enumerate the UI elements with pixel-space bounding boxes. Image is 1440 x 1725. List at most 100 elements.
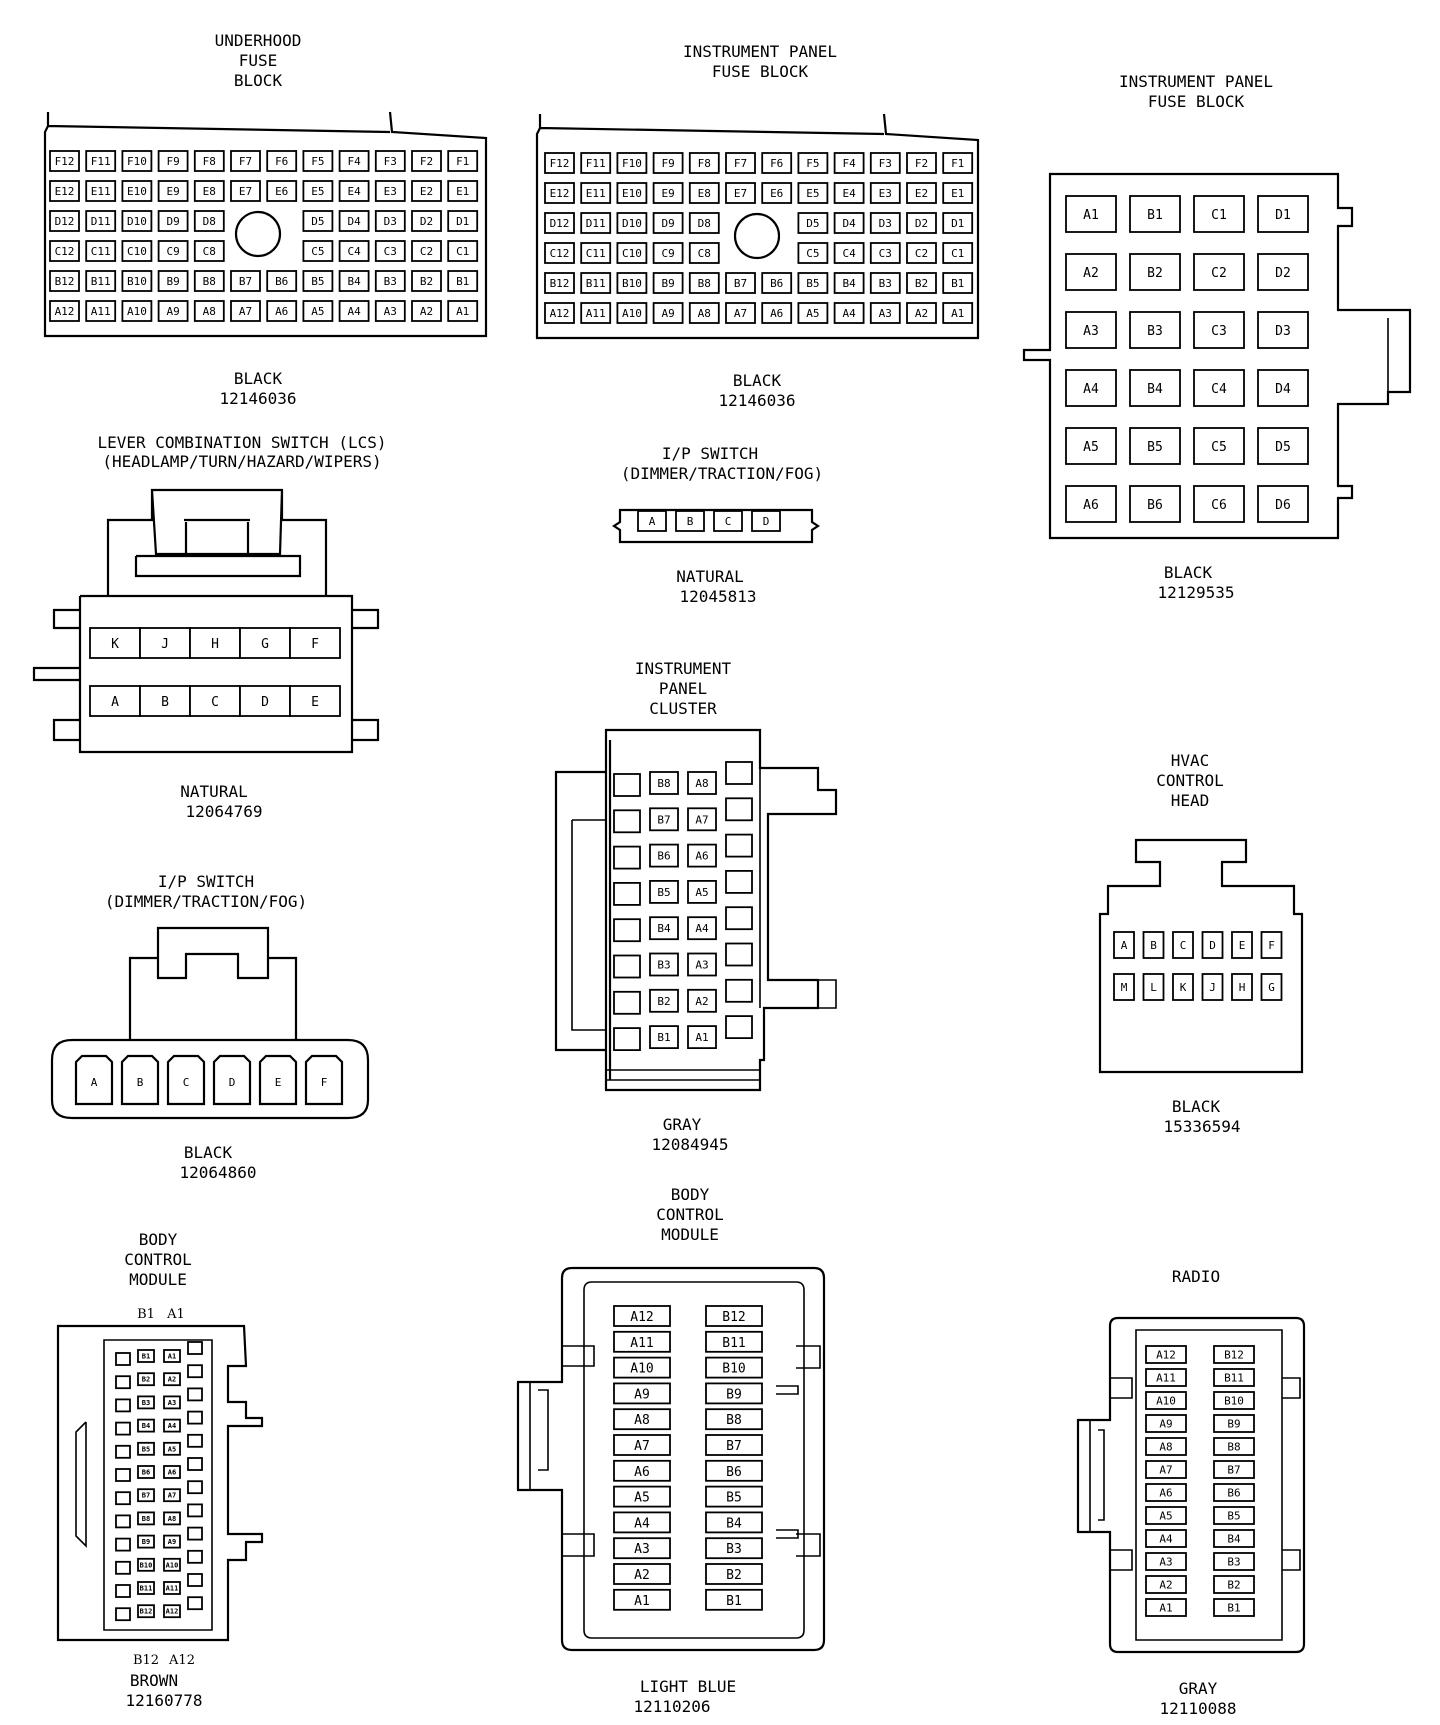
pin-outline — [869, 302, 901, 324]
pin-outline — [338, 270, 370, 292]
pin-cavity: B12 — [705, 1305, 763, 1327]
pin-label: B3 — [384, 275, 397, 288]
pin-cavity: A9 — [1145, 1414, 1187, 1433]
pin-outline — [652, 302, 684, 324]
pin-outline — [1213, 1437, 1255, 1456]
pin-label: C — [1180, 939, 1187, 952]
connector-body — [535, 113, 980, 340]
pin-label: B1 — [1227, 1602, 1240, 1615]
pin-outline — [1145, 1391, 1187, 1410]
pin-cavity: B11 — [580, 272, 612, 294]
pin-outline — [869, 152, 901, 174]
empty-cavity — [115, 1607, 131, 1622]
pin-outline — [1065, 369, 1117, 407]
pin-outline — [1201, 973, 1224, 1001]
pin-label: F2 — [420, 155, 433, 168]
pin-outline — [906, 242, 937, 264]
pin-cavity: D12 — [544, 212, 575, 234]
pin-cavity: E8 — [193, 180, 225, 202]
pin-outline — [833, 212, 865, 234]
pin-cavity: B — [675, 510, 705, 532]
pin-label: F8 — [203, 155, 216, 168]
connector-body — [1076, 1316, 1306, 1654]
empty-cavity — [613, 882, 641, 906]
pin-cavity: D9 — [157, 210, 189, 232]
pin-outline — [906, 302, 937, 324]
pin-cavity: D — [1201, 931, 1224, 959]
pin-label: C4 — [842, 247, 856, 260]
pin-outline — [688, 272, 720, 294]
connector-body — [50, 1038, 370, 1120]
pin-label: A2 — [1159, 1579, 1172, 1592]
pin-label: C3 — [879, 247, 892, 260]
pin-cavity: B11 — [1213, 1368, 1255, 1387]
pin-cavity: C5 — [302, 240, 334, 262]
pin-outline — [1142, 973, 1165, 1001]
part-number: 12110088 — [1159, 1699, 1236, 1718]
pin-label: D5 — [1275, 440, 1291, 455]
connector-color: BROWN — [130, 1671, 178, 1690]
pin-outline — [137, 1441, 155, 1456]
pin-label: C2 — [915, 247, 928, 260]
pin-outline — [1257, 311, 1309, 349]
pin-label: A2 — [420, 305, 433, 318]
pin-label: A1 — [1159, 1602, 1172, 1615]
pin-cavity: A9 — [163, 1534, 181, 1549]
pin-cavity: B9 — [652, 272, 684, 294]
pin-cavity: G — [239, 627, 291, 659]
pin-outline — [688, 242, 720, 264]
title-line: BODY — [139, 1230, 178, 1249]
pin-outline — [613, 1563, 671, 1585]
pin-label: C2 — [420, 245, 433, 258]
pin-cavity: C3 — [869, 242, 901, 264]
pin-label: B6 — [275, 275, 288, 288]
pin-label: C — [211, 695, 219, 710]
pin-cavity: B12 — [49, 270, 80, 292]
pin-outline — [157, 150, 189, 172]
pin-label: A2 — [915, 307, 928, 320]
pin-label: A5 — [311, 305, 324, 318]
pin-cavity: A7 — [163, 1488, 181, 1503]
pin-outline — [649, 843, 679, 868]
pin-outline — [797, 152, 829, 174]
pin-cavity: A8 — [1145, 1437, 1187, 1456]
pin-label: A3 — [1083, 324, 1099, 339]
pin-outline — [613, 1434, 671, 1456]
pin-outline — [411, 300, 442, 322]
pin-label: B1 — [1147, 208, 1163, 223]
pin-outline — [266, 180, 298, 202]
title-line: HVAC — [1171, 751, 1210, 770]
pin-label: D6 — [1275, 498, 1291, 513]
pin-cavity: E11 — [580, 182, 612, 204]
title-line: INSTRUMENT PANEL — [683, 42, 837, 61]
pin-cavity: A1 — [942, 302, 974, 324]
pin-cavity: A10 — [163, 1557, 181, 1572]
empty-cavity — [187, 1503, 203, 1518]
title-line: INSTRUMENT PANEL — [1119, 72, 1273, 91]
pin-label: E11 — [91, 185, 111, 198]
pin-cavity: A — [1113, 931, 1135, 959]
pin-cavity: B12 — [1213, 1345, 1255, 1364]
pin-cavity: B12 — [137, 1604, 155, 1619]
pin-label: B5 — [1147, 440, 1163, 455]
pin-cavity: C4 — [338, 240, 370, 262]
pin-label: A12 — [1156, 1349, 1176, 1362]
pin-outline — [85, 240, 117, 262]
pin-outline — [1145, 1368, 1187, 1387]
pin-label: A9 — [1159, 1418, 1172, 1431]
pin-cavity: A9 — [613, 1382, 671, 1405]
pin-label: B — [161, 695, 169, 710]
pin-cavity: D3 — [869, 212, 901, 234]
pin-label: A6 — [770, 307, 783, 320]
pin-outline — [447, 270, 479, 292]
pin-cavity: B2 — [649, 988, 679, 1013]
pin-label: A10 — [622, 307, 642, 320]
pin-outline — [302, 300, 334, 322]
pin-label: B4 — [842, 277, 856, 290]
pin-cavity: L — [1142, 973, 1165, 1001]
empty-cavity — [725, 797, 753, 822]
pin-cavity: D11 — [580, 212, 612, 234]
pin-cavity: E11 — [85, 180, 117, 202]
pin-label: D1 — [1275, 208, 1291, 223]
pin-cavity: D5 — [302, 210, 334, 232]
